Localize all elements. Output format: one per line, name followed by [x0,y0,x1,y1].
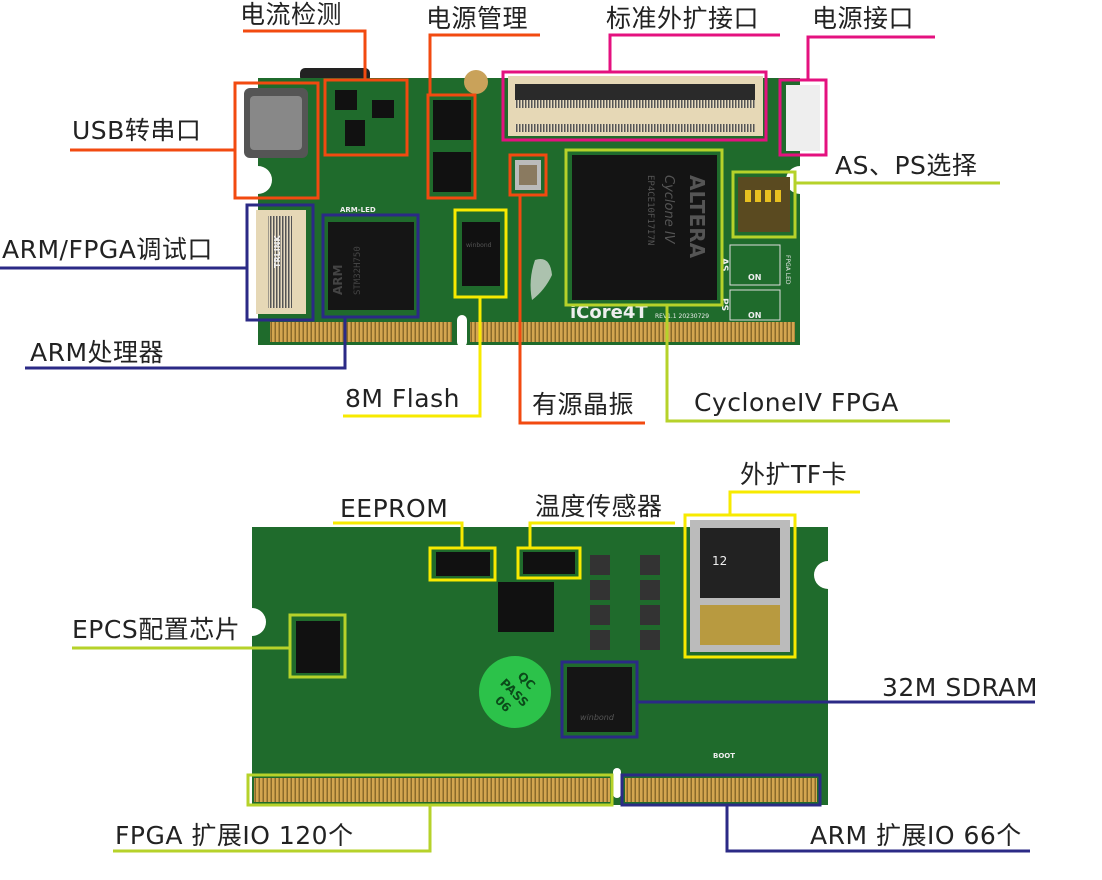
label-flash: 8M Flash [345,384,460,413]
label-current-sense: 电流检测 [240,0,343,29]
bottom-board: 12 QC PASS 06 winbond BOOT [238,520,842,805]
label-std-expansion: 标准外扩接口 [606,4,760,33]
silk-ps: PS [719,298,729,311]
box-debug-port [245,203,315,322]
arm-chip-part: STM32H750 [353,246,363,295]
box-arm-cpu [321,213,420,319]
annotations [0,29,1035,853]
silk-brand: iCore4T [570,302,648,323]
label-oscillator: 有源晶振 [532,390,635,419]
label-fpga: CycloneIV FPGA [694,388,899,417]
sdram-brand: winbond [580,713,615,722]
box-sdram [560,660,639,739]
label-power-mgmt: 电源管理 [426,4,529,33]
label-temp-sensor: 温度传感器 [535,492,663,521]
silk-trlink: TRLINK [273,235,282,268]
label-sdram: 32M SDRAM [882,673,1038,702]
box-arm-io [620,773,822,807]
fpga-part: EP4CE10F17I7N [645,175,655,245]
box-power-mgmt [426,93,477,200]
silk-rev: REV1.1 20230729 [655,313,709,320]
fpga-family: Cyclone IV [661,175,676,245]
label-as-ps-select: AS、PS选择 [835,151,978,180]
box-oscillator [508,153,548,197]
box-usb-uart [233,81,320,200]
label-epcs: EPCS配置芯片 [72,615,241,644]
label-debug-port: ARM/FPGA调试口 [2,235,213,264]
box-epcs [288,613,347,679]
silk-boot: BOOT [713,752,735,760]
label-arm-cpu: ARM处理器 [30,338,165,367]
silk-on-as: ON [748,273,762,282]
box-power-port [778,78,828,157]
silk-as: AS [719,258,729,271]
label-arm-io: ARM 扩展IO 66个 [810,821,1022,850]
label-eeprom: EEPROM [340,494,449,523]
box-std-expansion [501,70,768,142]
label-tf-card: 外扩TF卡 [740,460,848,489]
tf-card-mark: 12 [712,554,727,568]
label-usb-uart: USB转串口 [72,116,202,145]
fpga-brand: ALTERA [685,175,709,259]
silk-on-ps: ON [748,311,762,320]
box-temp-sensor [516,546,582,580]
box-tf-card [683,513,797,659]
label-fpga-io: FPGA 扩展IO 120个 [115,821,354,850]
top-board: ALTERA Cyclone IV EP4CE10F17I7N AS PS ON… [244,68,820,347]
label-power-port: 电源接口 [812,4,915,33]
arm-chip-brand: ARM [331,265,345,295]
silk-fpga-led: FPGA LED [784,255,791,285]
box-as-ps [731,170,797,239]
silk-arm-led: ARM-LED [340,206,376,214]
flash-brand: winbond [466,242,492,249]
box-fpga [564,148,724,307]
